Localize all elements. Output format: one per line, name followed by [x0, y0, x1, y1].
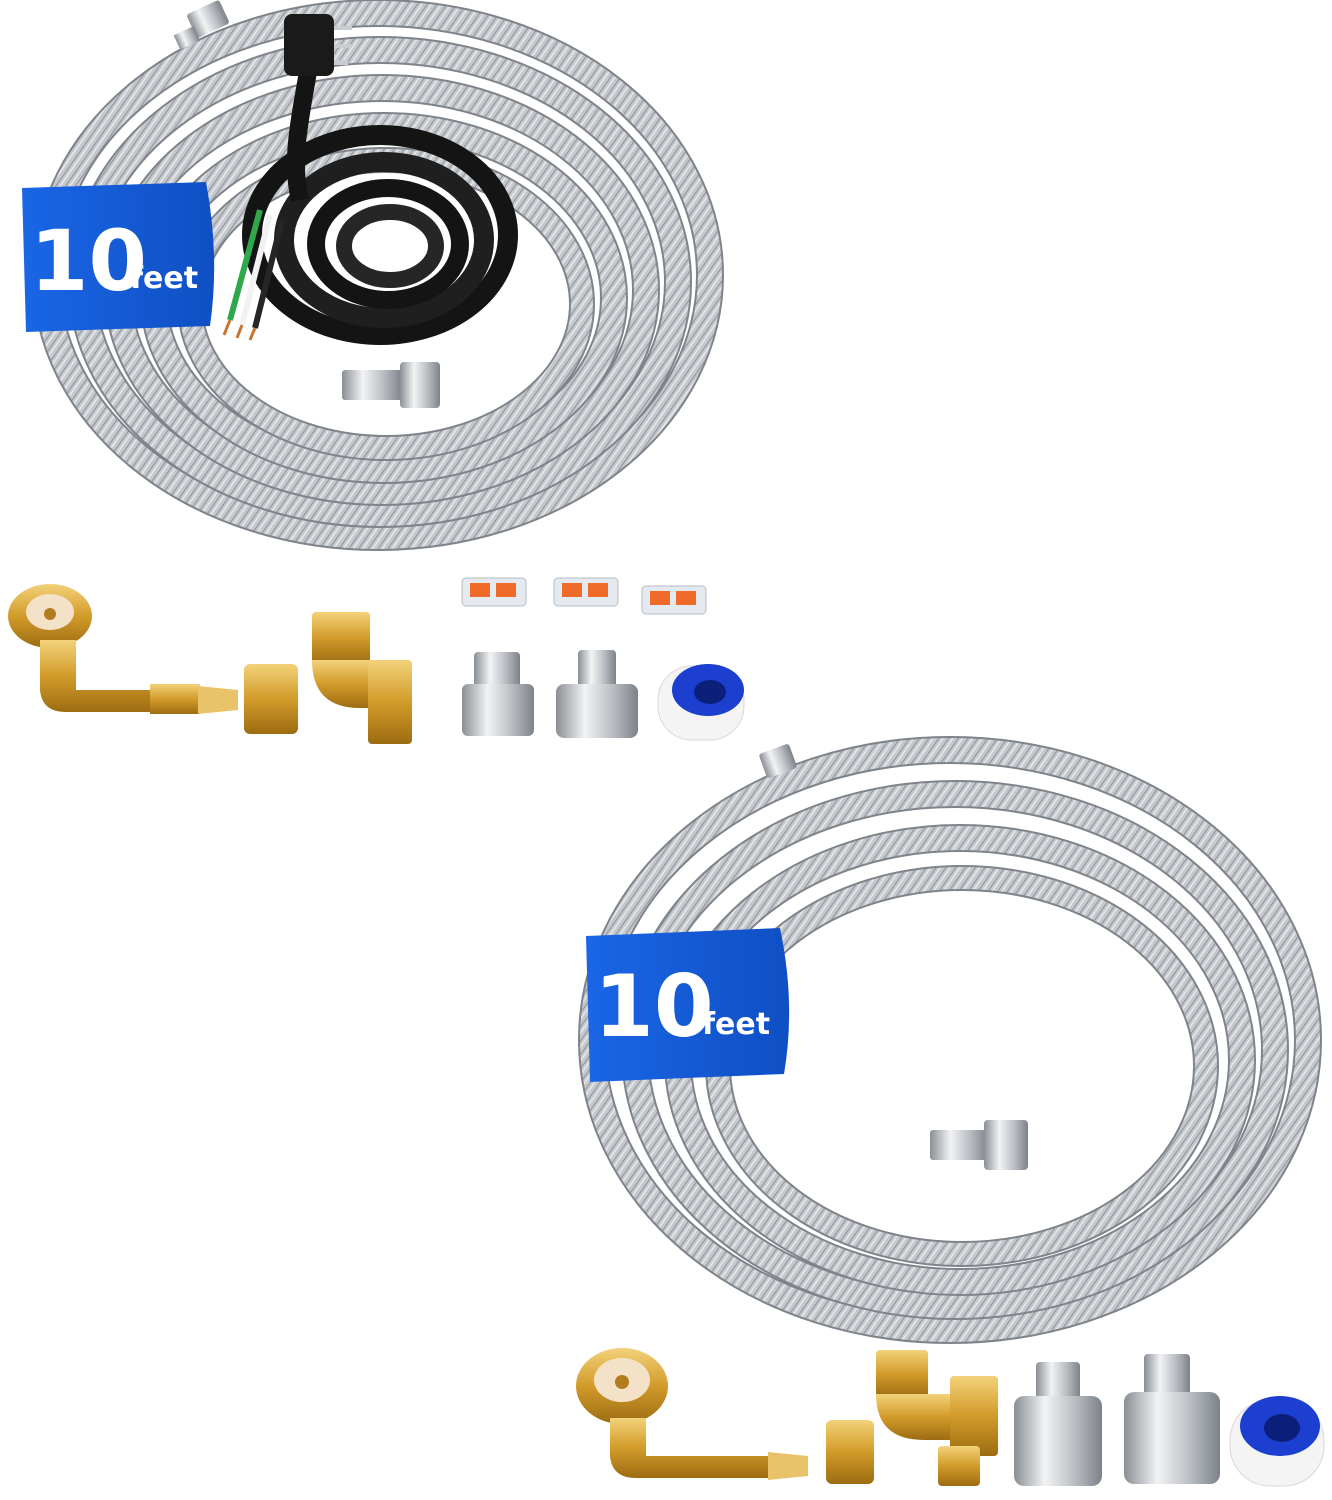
- brass-elbow-adapter-top: [8, 584, 238, 714]
- brass-elbow-fitting-bottom: [876, 1350, 998, 1486]
- badge-unit-top: feet: [130, 261, 198, 296]
- badge-unit-bottom: feet: [702, 1007, 770, 1042]
- hose-end-fitting-bottom-right: [930, 1120, 1028, 1170]
- power-plug: [284, 14, 352, 76]
- chrome-adapter-top-1: [462, 652, 534, 736]
- badge-number-bottom: 10: [594, 957, 714, 1057]
- chrome-adapter-bottom-2: [1124, 1354, 1220, 1484]
- length-badge-top: 10 feet: [22, 182, 215, 332]
- wire-connectors: [461, 577, 707, 615]
- teflon-tape-bottom: [1229, 1396, 1325, 1487]
- teflon-tape-top: [657, 664, 745, 741]
- power-cord-coil: [222, 58, 518, 345]
- brass-elbow-fitting-top: [312, 612, 412, 744]
- length-badge-bottom: 10 feet: [586, 928, 790, 1082]
- hose-end-fitting-top-right: [342, 362, 440, 408]
- chrome-adapter-top-2: [556, 650, 638, 738]
- badge-number-top: 10: [30, 212, 147, 310]
- brass-elbow-adapter-bottom: [576, 1348, 808, 1480]
- chrome-adapter-bottom-1: [1014, 1362, 1102, 1486]
- hose-end-fitting-top-left: [173, 0, 229, 50]
- brass-nut-top: [244, 664, 298, 734]
- hose-end-fitting-bottom-left: [759, 744, 797, 778]
- brass-nut-bottom: [826, 1420, 874, 1484]
